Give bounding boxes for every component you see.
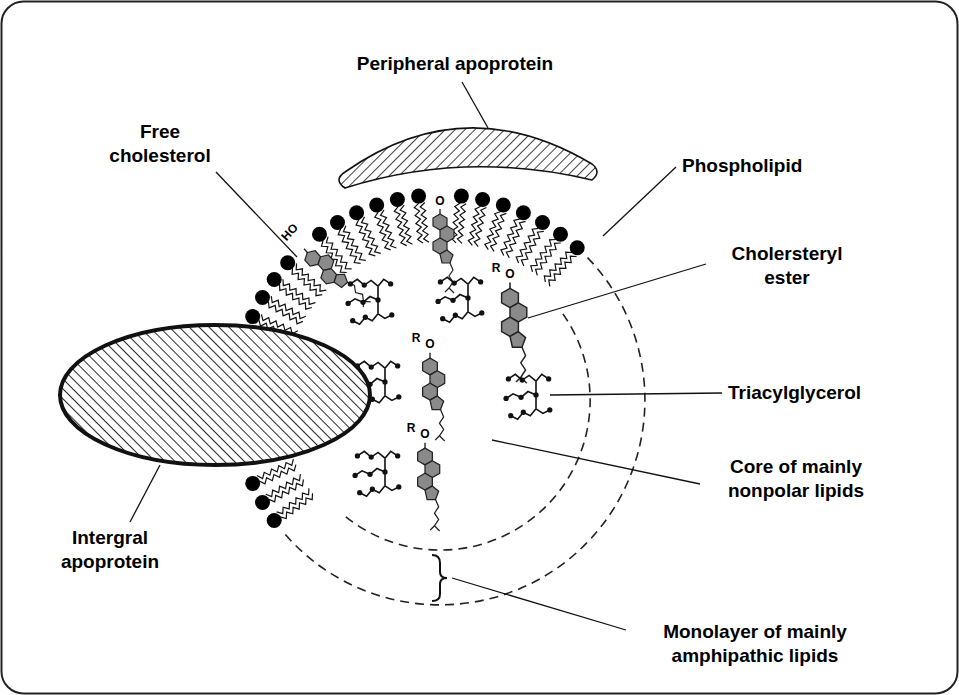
atom-label: O — [432, 195, 448, 208]
polar-head — [475, 192, 490, 207]
fatty-acid-tail — [375, 212, 391, 250]
part-label: Core of mainly nonpolar lipids — [706, 455, 886, 503]
polar-head — [496, 198, 511, 213]
fatty-acid-tail — [271, 296, 306, 318]
atom-label: O — [423, 338, 437, 351]
polar-head — [245, 476, 260, 491]
polar-head — [245, 309, 260, 324]
fatty-acid-tail — [491, 213, 507, 251]
fatty-acid-tail — [259, 465, 296, 484]
polar-head — [535, 215, 550, 230]
polar-head — [454, 189, 469, 204]
polar-head — [349, 205, 364, 220]
fatty-acid-tail — [400, 205, 412, 244]
polar-head — [570, 240, 585, 255]
fatty-acid-tail — [420, 203, 429, 243]
fatty-acid-tail — [485, 212, 501, 250]
polar-head — [280, 255, 295, 270]
polar-head — [255, 290, 270, 305]
fatty-acid-tail — [362, 217, 381, 254]
fatty-acid-tail — [501, 219, 520, 256]
part-label: Triacylglycerol — [728, 381, 898, 405]
fatty-acid-tail — [343, 226, 365, 261]
fatty-acid-tail — [356, 219, 375, 256]
cholesteryl-ester — [418, 282, 527, 531]
atom-label: R — [405, 422, 417, 435]
fatty-acid-tail — [549, 256, 577, 286]
fatty-acid-tail — [521, 231, 543, 266]
part-label: Intergral apoprotein — [40, 526, 180, 574]
polar-head — [411, 189, 426, 204]
fatty-acid-tail — [292, 268, 322, 296]
atom-label: O — [503, 268, 517, 281]
part-label: Free cholesterol — [92, 120, 228, 168]
fatty-acid-tail — [544, 252, 572, 282]
polar-head — [312, 227, 327, 242]
part-label: Cholersteryl ester — [712, 242, 862, 290]
part-label: Phospholipid — [682, 154, 842, 178]
fatty-acid-tail — [474, 208, 486, 247]
fatty-acid-tail — [283, 279, 315, 304]
fatty-acid-tail — [277, 488, 309, 513]
fatty-acid-tail — [536, 243, 561, 275]
polar-head — [553, 227, 568, 242]
part-label: Peripheral apoprotein — [345, 52, 565, 76]
atom-label: R — [490, 262, 502, 275]
leader-lines — [130, 82, 722, 630]
bracket — [432, 555, 447, 601]
fatty-acid-tail — [457, 204, 466, 244]
fatty-acid-tail — [531, 240, 556, 272]
triacylglycerol — [345, 277, 552, 496]
polar-head — [390, 192, 405, 207]
polar-head — [267, 513, 282, 528]
core-boundary — [344, 314, 591, 550]
fatty-acid-tail — [280, 493, 312, 518]
polar-head — [516, 205, 531, 220]
atom-label: R — [410, 332, 422, 345]
part-label: Monolayer of mainly amphipathic lipids — [630, 620, 880, 668]
fatty-acid-tail — [506, 221, 525, 258]
atom-label: O — [418, 428, 432, 441]
fatty-acid-tail — [266, 474, 301, 496]
polar-head — [267, 272, 282, 287]
fatty-acid-tail — [381, 210, 397, 248]
polar-head — [255, 495, 270, 510]
fatty-acid-tail — [280, 284, 312, 309]
polar-head — [330, 215, 345, 230]
polar-head — [369, 198, 384, 213]
integral-apoprotein — [60, 325, 370, 465]
peripheral-apoprotein — [339, 128, 597, 188]
